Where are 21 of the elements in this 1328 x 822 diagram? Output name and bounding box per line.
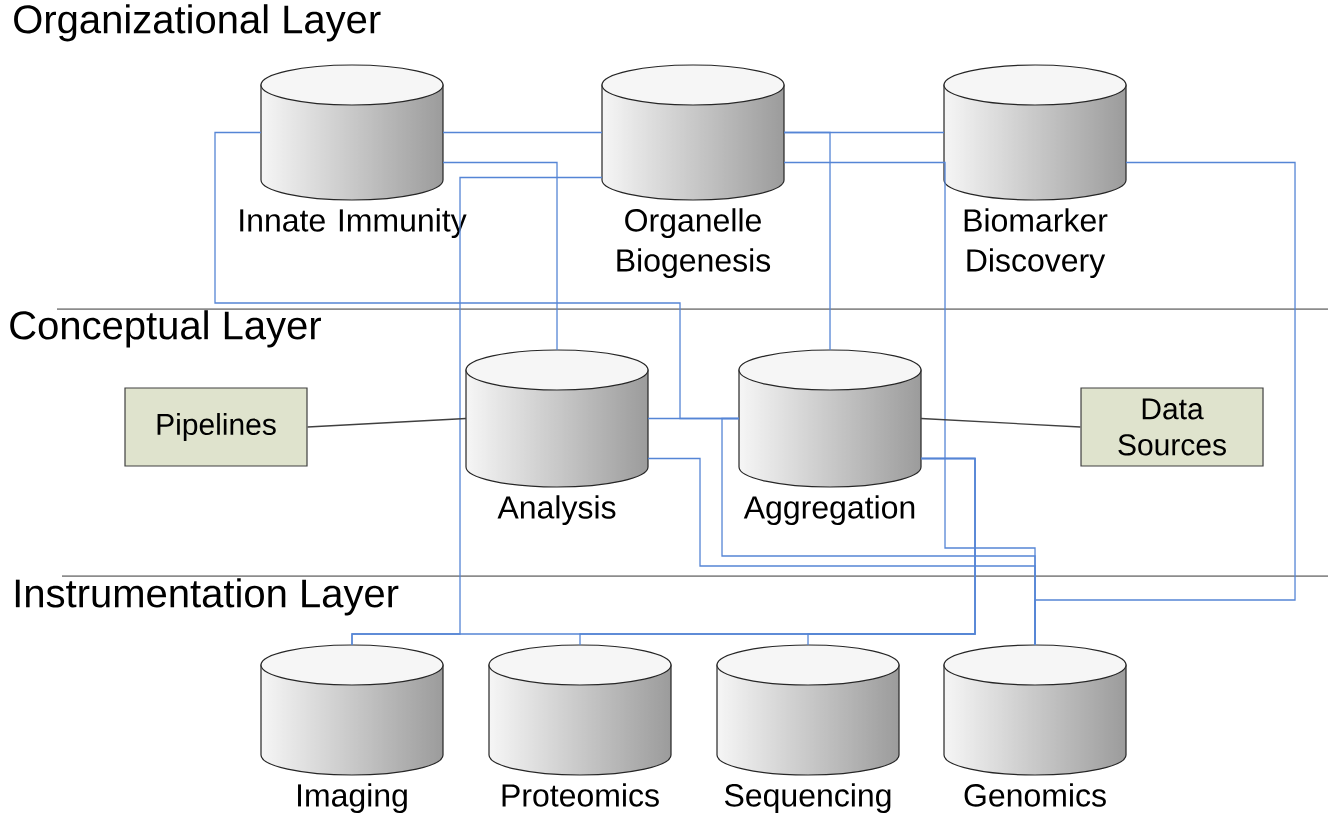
node-label: Innate Immunity — [240, 208, 467, 239]
node-label: Imaging — [298, 783, 407, 814]
process-box: Pipelines — [124, 387, 308, 467]
layer-title: Instrumentation Layer — [15, 578, 399, 616]
node-label: Proteomics — [502, 783, 659, 807]
connector-line — [807, 457, 976, 646]
process-box: Data Sources — [1080, 387, 1264, 467]
node-label: Genomics — [964, 783, 1106, 807]
connector-line — [442, 161, 558, 351]
node-label: Organelle Biogenesis — [617, 208, 771, 279]
connector-line — [647, 457, 1036, 646]
layer-title: Organizational Layer — [14, 4, 381, 42]
connector-line — [306, 417, 467, 428]
connector-line — [442, 131, 603, 134]
layer-title: Conceptual Layer — [10, 310, 321, 348]
node-label: Analysis — [497, 495, 616, 526]
node-label: Sequencing — [724, 783, 891, 814]
connector-line — [783, 131, 831, 351]
node-label: Aggregation — [743, 495, 915, 526]
connector-line — [920, 417, 1082, 428]
node-label: Biomarker Discovery — [964, 208, 1108, 279]
